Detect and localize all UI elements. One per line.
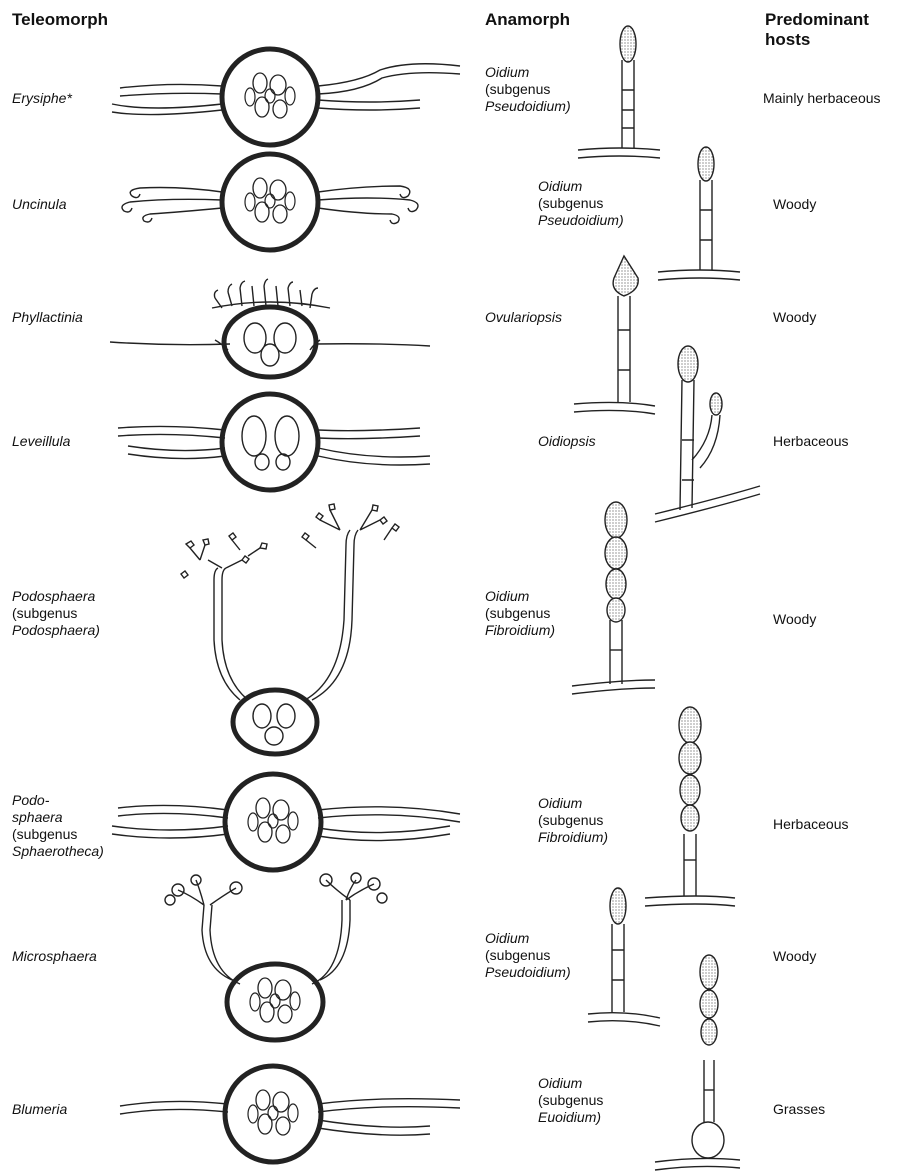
phyllactinia-illustration <box>110 279 430 377</box>
sphaerotheca-illustration <box>112 774 460 870</box>
uncinula-illustration <box>122 154 418 250</box>
microsphaera-illustration <box>165 873 387 1040</box>
anamorph-row6-illustration <box>645 707 735 906</box>
anamorph-row1-illustration <box>578 26 660 158</box>
erysiphe-illustration <box>112 49 460 145</box>
blumeria-illustration <box>120 1066 460 1162</box>
anamorph-row8-illustration <box>655 955 740 1170</box>
podosphaera-illustration <box>181 504 399 754</box>
anamorph-row2-illustration <box>658 147 740 280</box>
anamorph-row7-illustration <box>588 888 660 1026</box>
anamorph-row3-illustration <box>574 256 655 414</box>
leveillula-illustration <box>118 394 430 490</box>
anamorph-row4-illustration <box>655 346 760 522</box>
anamorph-row5-illustration <box>572 502 655 694</box>
